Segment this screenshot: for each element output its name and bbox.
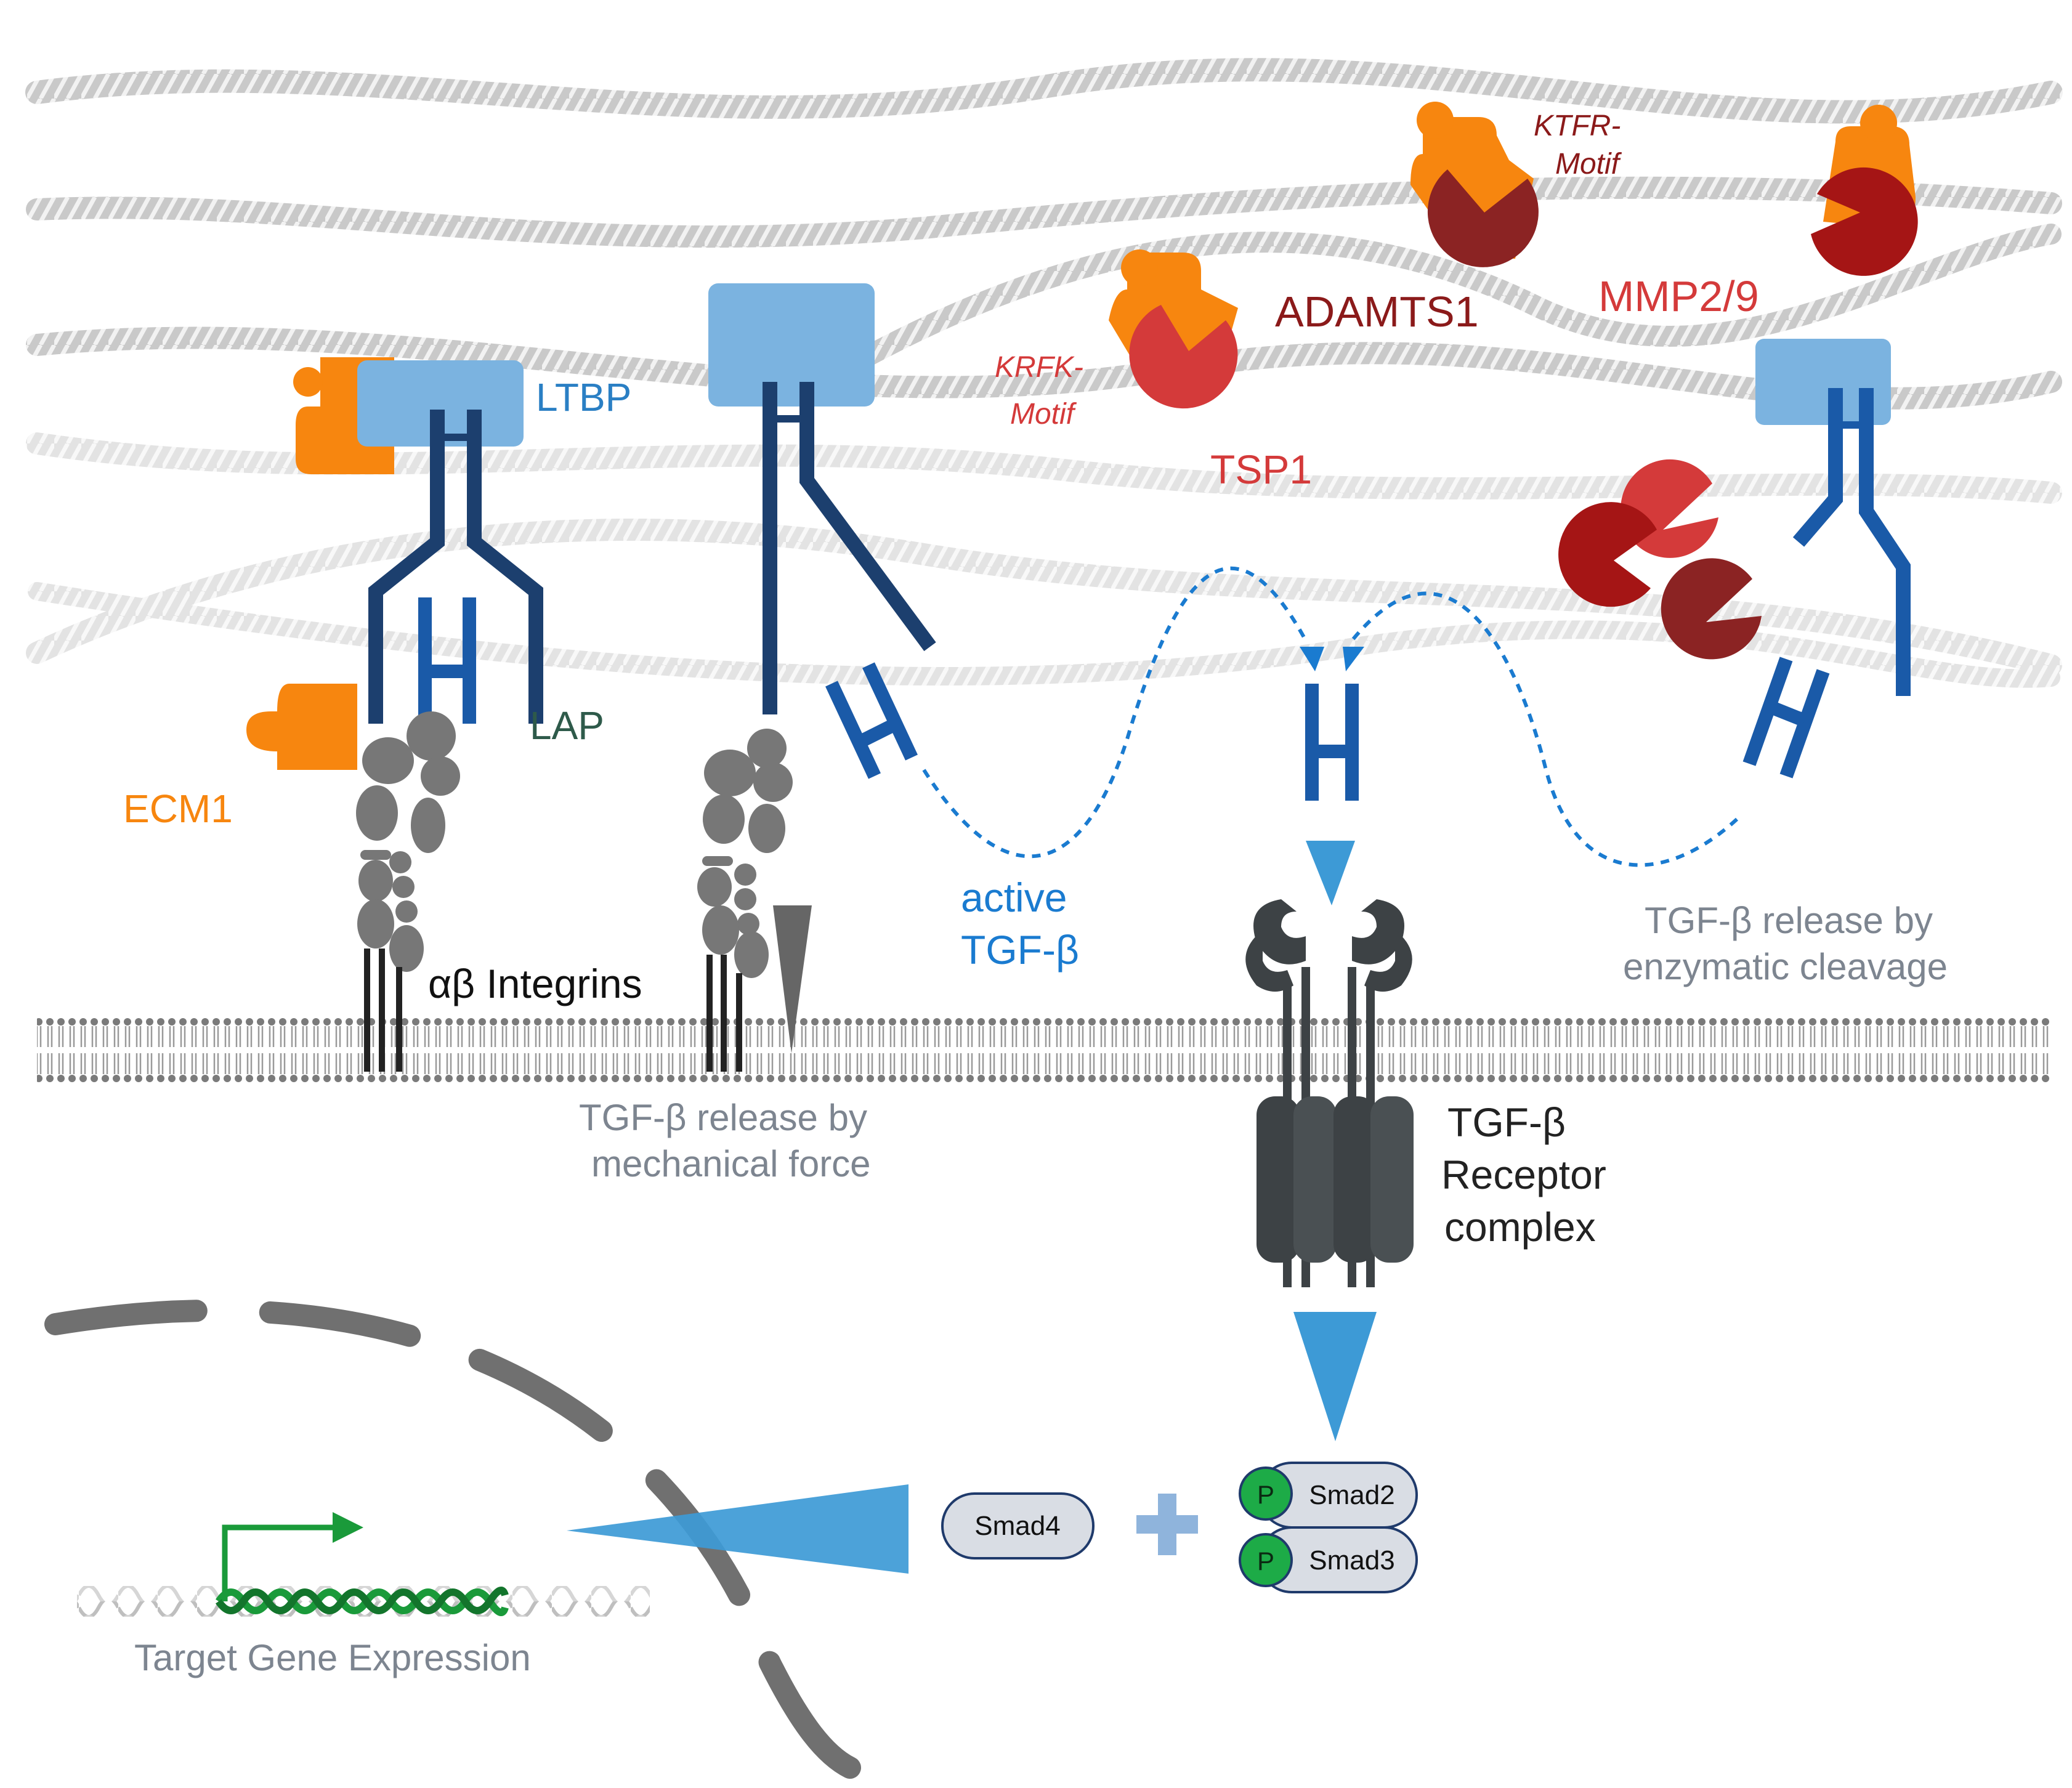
- label-smad3: Smad3: [1309, 1545, 1394, 1576]
- force-arrow: [773, 905, 812, 1053]
- label-krfk-1: KRFK-: [995, 351, 1083, 384]
- label-target-gene: Target Gene Expression: [134, 1637, 531, 1678]
- integrin: [697, 729, 793, 978]
- label-smad4: Smad4: [974, 1511, 1060, 1541]
- ltbp-protein: [357, 360, 524, 447]
- smad4-box: [941, 1492, 1095, 1559]
- label-p: P: [1257, 1480, 1274, 1509]
- mmp-enzyme: [1811, 167, 1918, 276]
- mmp-free-enzymes: [1558, 459, 1762, 660]
- mmp-enzyme: [1661, 558, 1762, 660]
- nuclear-signal-arrow: [567, 1484, 909, 1574]
- label-enzymatic-2: enzymatic cleavage: [1623, 946, 1948, 987]
- tgf-beta-dimer-active: [1305, 684, 1359, 801]
- transcription-start-arrow: [222, 1524, 339, 1601]
- phospho-icon: [1239, 1533, 1293, 1587]
- label-adamts1: ADAMTS1: [1275, 288, 1479, 336]
- ecm1-protein: [246, 684, 357, 770]
- mechanical-release-complex: [697, 283, 936, 1072]
- label-receptor-1: TGF-β: [1447, 1099, 1566, 1145]
- label-ltbp: LTBP: [536, 375, 631, 419]
- signal-arrow: [1293, 1312, 1377, 1441]
- lap-protein: [368, 410, 445, 724]
- mmp-enzyme: [1558, 502, 1657, 607]
- label-receptor-2: Receptor: [1441, 1152, 1606, 1197]
- label-active-1: active: [961, 875, 1067, 920]
- ecm-fiber: [26, 176, 2062, 248]
- labels: LTBP LAP ECM1 αβ Integrins TSP1 KRFK- Mo…: [123, 110, 1948, 1678]
- active-tgf-beta-paths: [922, 566, 1739, 905]
- ecm-fiber: [28, 582, 2060, 688]
- adamts1-group: [1410, 102, 1539, 267]
- label-integrins: αβ Integrins: [428, 961, 642, 1006]
- ecm-fiber: [25, 58, 2063, 124]
- integrin: [356, 711, 460, 972]
- target-gene: [77, 1512, 650, 1617]
- label-krfk-2: Motif: [1010, 398, 1077, 431]
- dashed-path-left: [922, 566, 1308, 859]
- tgf-beta-dimer: [418, 597, 476, 724]
- label-active-2: TGF-β: [961, 927, 1079, 973]
- enzymatic-release-complex: [1742, 339, 1911, 779]
- label-mmp: MMP2/9: [1598, 272, 1759, 320]
- plus-icon: [1136, 1494, 1198, 1555]
- label-ktfr-1: KTFR-: [1534, 110, 1621, 142]
- label-tsp1: TSP1: [1210, 447, 1312, 492]
- label-mechanical-1: TGF-β release by: [579, 1097, 867, 1138]
- ltbp-protein: [708, 283, 875, 407]
- ltbp-protein: [1755, 339, 1891, 425]
- ecm-fiber: [790, 224, 2062, 405]
- cell-membrane: [37, 1016, 2051, 1084]
- tgf-beta-receptor-complex: [1245, 899, 1414, 1441]
- label-ktfr-2: Motif: [1555, 148, 1622, 180]
- mmp-group: [1811, 105, 1918, 276]
- label-receptor-3: complex: [1444, 1204, 1596, 1250]
- tsp1-enzyme: [1129, 305, 1238, 409]
- phospho-icon: [1239, 1466, 1293, 1521]
- label-p: P: [1257, 1547, 1274, 1576]
- signal-arrow: [1306, 841, 1355, 905]
- tsp1-group: [1109, 249, 1238, 409]
- label-mechanical-2: mechanical force: [591, 1143, 871, 1184]
- label-smad2: Smad2: [1309, 1480, 1394, 1510]
- smad-complex: [567, 1462, 1418, 1593]
- nuclear-envelope: [44, 1299, 861, 1779]
- tgf-beta-dimer: [1742, 657, 1830, 779]
- adamts1-enzyme: [1427, 169, 1539, 267]
- tgf-beta-dimer: [825, 662, 918, 779]
- label-lap: LAP: [530, 703, 604, 748]
- label-enzymatic-1: TGF-β release by: [1645, 900, 1933, 941]
- label-ecm1: ECM1: [123, 787, 233, 831]
- latent-complex-left: [246, 357, 543, 1072]
